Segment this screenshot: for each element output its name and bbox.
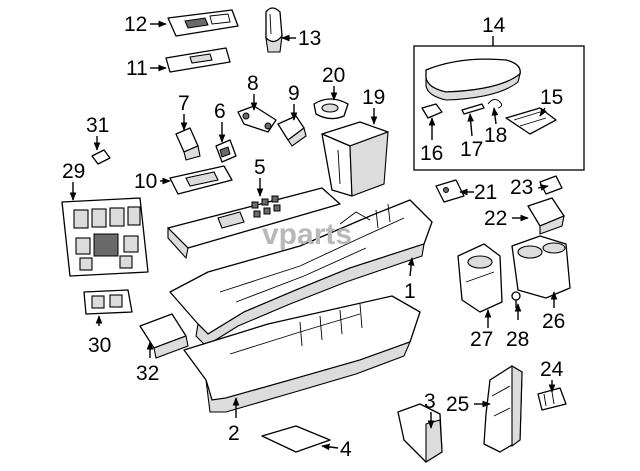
part-11-trim-strip: [165, 47, 231, 73]
part-28-screw: [511, 291, 521, 308]
callout-20: 20: [322, 64, 345, 87]
part-4-mat: [261, 425, 331, 453]
part-30-switch-block: [83, 289, 133, 315]
callout-30: 30: [88, 334, 111, 357]
part-21-bracket: [435, 179, 465, 203]
callout-15: 15: [540, 86, 563, 109]
callout-3: 3: [424, 390, 436, 413]
part-6-switch: [215, 139, 237, 163]
callout-7: 7: [178, 92, 190, 115]
part-10-switch-plate: [169, 165, 233, 195]
callout-11: 11: [126, 57, 148, 80]
part-13-shift-knob: [265, 7, 283, 53]
part-26-dual-cup-holder: [511, 235, 571, 299]
part-23-clip: [539, 175, 563, 195]
part-27-cup-holder: [457, 243, 503, 313]
callout-6: 6: [214, 100, 226, 123]
callout-10: 10: [134, 170, 157, 193]
callout-22: 22: [484, 207, 507, 230]
callout-28: 28: [506, 328, 529, 351]
callout-27: 27: [470, 328, 493, 351]
callout-9: 9: [288, 82, 300, 105]
part-18-spring: [487, 99, 503, 109]
callout-32: 32: [136, 362, 159, 385]
callout-29: 29: [62, 160, 85, 183]
part-15-lock-mech: [505, 107, 557, 135]
part-9-bracket: [277, 115, 307, 147]
callout-5: 5: [254, 156, 266, 179]
callout-13: 13: [298, 27, 321, 50]
part-19-storage-bin: [321, 121, 389, 197]
leader-lines: [69, 20, 558, 451]
callout-4: 4: [340, 438, 352, 461]
part-2-lower-shell: [183, 295, 421, 413]
part-32-end-cap: [139, 313, 189, 359]
callout-16: 16: [420, 142, 443, 165]
callout-1: 1: [404, 280, 416, 303]
part-16-latch: [421, 103, 443, 119]
callout-21: 21: [474, 181, 497, 204]
part-14-armrest-box: [413, 45, 585, 171]
part-25-rear-panel: [483, 365, 523, 453]
part-31-clip: [91, 149, 111, 165]
callout-8: 8: [247, 72, 259, 95]
part-8-bracket: [237, 105, 277, 133]
callout-26: 26: [542, 310, 565, 333]
callout-19: 19: [362, 86, 385, 109]
part-17-hinge: [461, 103, 485, 115]
callout-14: 14: [482, 14, 506, 37]
part-12-shift-bezel: [167, 9, 239, 37]
callout-2: 2: [228, 422, 240, 445]
callout-31: 31: [86, 114, 109, 137]
part-29-control-panel: [61, 197, 149, 277]
callout-25: 25: [446, 393, 469, 416]
part-5-upper-panel: [167, 187, 341, 260]
part-20-insert: [313, 98, 349, 120]
part-7-switch: [175, 127, 201, 161]
part-22-bracket: [527, 197, 565, 235]
callout-labels: 12 13 11 14 15 16 17 18 8 9 20 19 7 6 31…: [62, 13, 565, 461]
callout-18: 18: [484, 124, 507, 147]
callout-17: 17: [460, 138, 483, 161]
part-1-console-body: [169, 199, 433, 347]
watermark: vparts: [262, 218, 352, 251]
callout-12: 12: [124, 13, 147, 36]
callout-24: 24: [540, 358, 564, 381]
callout-23: 23: [510, 176, 533, 199]
